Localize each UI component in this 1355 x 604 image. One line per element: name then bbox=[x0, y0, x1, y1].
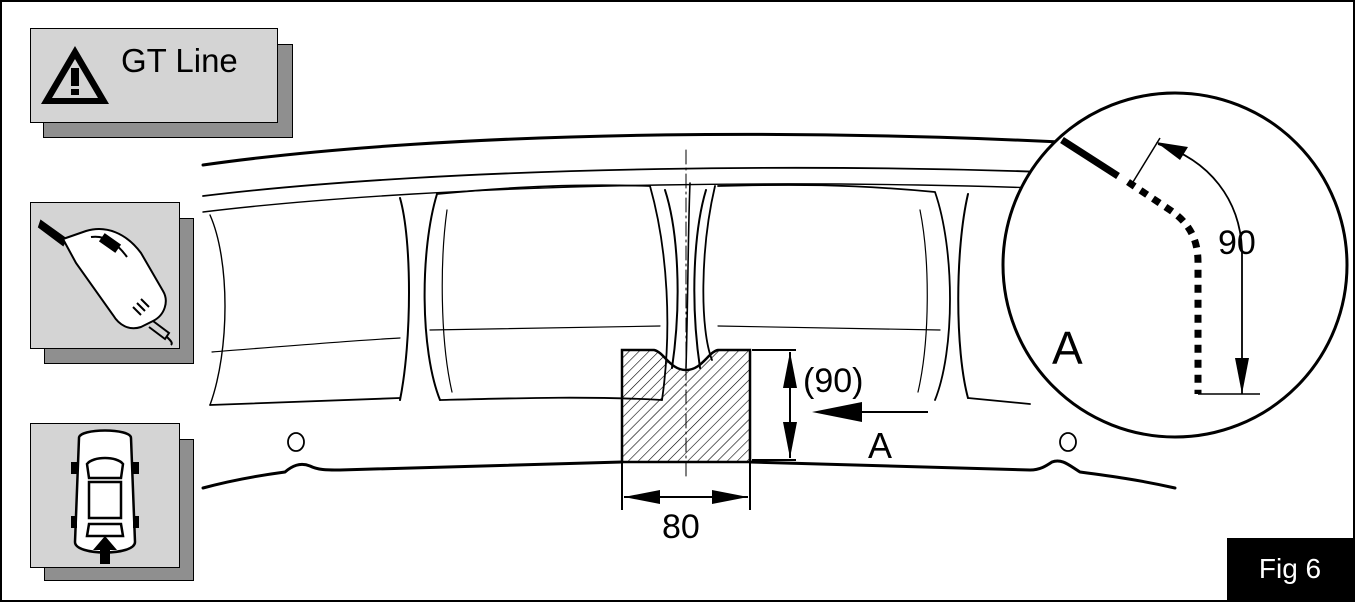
detail-dimension-90: 90 bbox=[1218, 224, 1256, 262]
dimension-width-80: 80 bbox=[662, 508, 700, 546]
mounting-hole-right bbox=[1059, 432, 1077, 452]
warning-triangle-icon bbox=[41, 46, 109, 104]
tool-panel bbox=[30, 202, 194, 366]
gt-line-label: GT Line bbox=[121, 42, 238, 79]
mounting-hole-left bbox=[287, 432, 305, 452]
cut-out-area bbox=[620, 348, 752, 464]
location-panel bbox=[30, 423, 194, 583]
gt-line-warning-panel: GT Line bbox=[30, 28, 294, 140]
view-arrow-label-a: A bbox=[868, 425, 892, 466]
bumper-bottom-edge bbox=[201, 459, 1177, 490]
dimension-height-90: (90) bbox=[803, 362, 863, 400]
car-rear-view-arrow-icon bbox=[71, 429, 139, 564]
detail-label-a: A bbox=[1052, 322, 1083, 374]
figure-label: Fig 6 bbox=[1227, 538, 1353, 600]
detail-view-circle bbox=[1001, 91, 1349, 439]
oscillating-multitool-icon bbox=[37, 219, 173, 346]
